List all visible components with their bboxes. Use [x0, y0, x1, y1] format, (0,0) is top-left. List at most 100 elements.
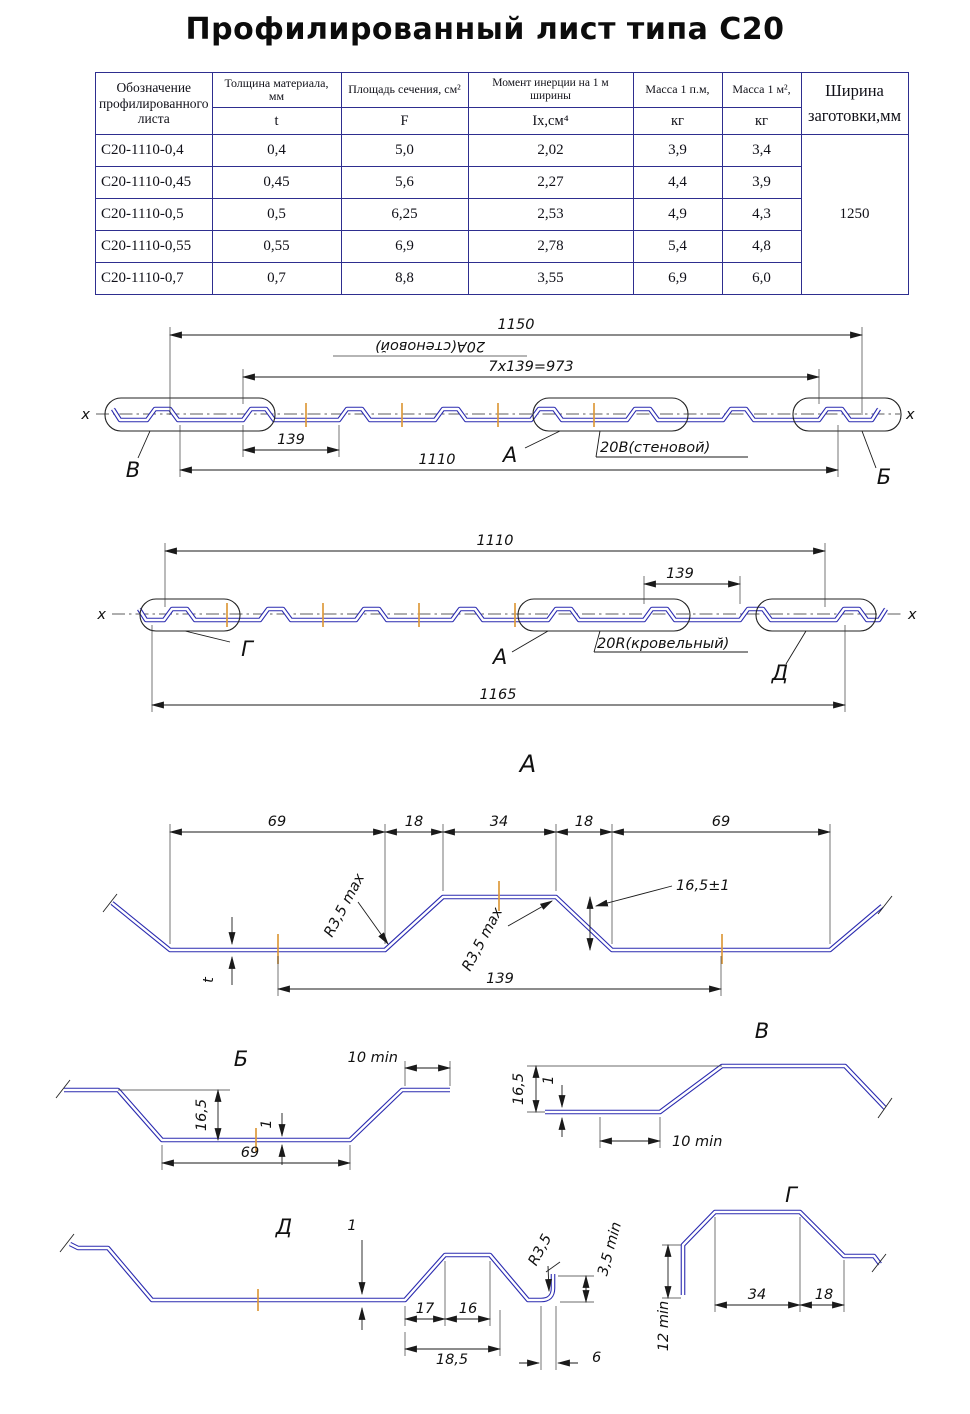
wall-callout-bubbles — [104, 397, 902, 432]
header-blank-width: Ширина заготовки,мм — [800, 72, 909, 135]
symbol-kg-m2: кг — [721, 107, 802, 135]
cell-mass-lm: 4,4 — [632, 166, 723, 199]
roof-profile-drawing: х х Г А — [96, 533, 917, 712]
cell-inertia: 3,55 — [467, 262, 634, 295]
cell-inertia: 2,53 — [467, 198, 634, 231]
detail-a-radius2-leader — [507, 900, 553, 927]
detail-a-dim-139-label: 139 — [486, 971, 514, 987]
cell-designation: С20-1110-0,55 — [95, 230, 213, 263]
detail-g-dim-12min-label: 12 min — [656, 1301, 672, 1351]
detail-a-outline — [102, 893, 893, 950]
detail-d-dim-35min — [558, 1274, 594, 1304]
roof-dim-1165 — [150, 625, 847, 712]
table-row: С20-1110-0,55 0,55 6,9 2,78 5,4 4,8 — [95, 230, 909, 263]
cell-designation: С20-1110-0,5 — [95, 198, 213, 231]
table-row: С20-1110-0,5 0,5 6,25 2,53 4,9 4,3 — [95, 198, 909, 231]
cell-mass-lm: 3,9 — [632, 134, 723, 167]
cell-mass-m2: 6,0 — [721, 262, 802, 295]
roof-callout-a-label: А — [491, 645, 507, 669]
wall-tick-marks — [305, 403, 595, 427]
roof-callout-d-label: Д — [771, 661, 788, 685]
technical-drawings: х х В А — [55, 317, 917, 1370]
cell-mass-m2: 4,8 — [721, 230, 802, 263]
wall-profile-name: 20В(стеновой) — [600, 440, 710, 456]
table-row: С20-1110-0,45 0,45 5,6 2,27 4,4 3,9 — [95, 166, 909, 199]
roof-callout-bubbles — [139, 598, 877, 632]
detail-g-dim-18-label: 18 — [815, 1287, 833, 1303]
detail-d-dim-6 — [519, 1306, 578, 1370]
detail-b-height-dim — [118, 1088, 230, 1142]
roof-profile-outline — [139, 609, 886, 620]
header-area: Площадь сечения, см² — [340, 72, 469, 108]
table-row: С20-1110-0,7 0,7 8,8 3,55 6,9 6,0 — [95, 262, 909, 295]
roof-dim-1165-label: 1165 — [480, 687, 517, 703]
detail-a-height-label: 16,5±1 — [676, 878, 730, 894]
header-mass-m2: Масса 1 м², — [721, 72, 802, 108]
detail-d-radius-leader — [545, 1265, 552, 1293]
detail-d-title: Д — [275, 1215, 292, 1239]
detail-b-title: Б — [234, 1047, 248, 1071]
table-row: С20-1110-0,4 0,4 5,0 2,02 3,9 3,4 1250 — [95, 134, 909, 295]
cell-thickness: 0,4 — [211, 134, 342, 167]
detail-d-drawing: Д 1 17 16 — [59, 1215, 625, 1370]
detail-d-outline — [59, 1233, 561, 1300]
roof-dim-139-label: 139 — [666, 566, 694, 582]
detail-a-height-dim — [586, 885, 673, 952]
detail-a-radius2-label: R3,5 max — [459, 905, 506, 974]
roof-dim-139 — [642, 576, 742, 604]
wall-axis-left-label: х — [80, 407, 90, 423]
detail-a-dim-18-right-label: 18 — [575, 814, 593, 830]
detail-g-outline — [683, 1212, 887, 1295]
cell-designation: С20-1110-0,7 — [95, 262, 213, 295]
detail-g-title: Г — [785, 1183, 799, 1207]
detail-v-height-dim — [527, 1064, 722, 1114]
roof-tick-marks — [226, 603, 516, 627]
detail-a-radius1-leader — [357, 901, 389, 945]
roof-dim-1110-label: 1110 — [477, 533, 514, 549]
cell-designation: С20-1110-0,4 — [95, 134, 213, 167]
header-inertia: Момент инерции на 1 м ширины — [467, 72, 634, 108]
cell-mass-m2: 3,9 — [721, 166, 802, 199]
wall-dim-pitch — [241, 369, 821, 404]
detail-d-dim-16-label: 16 — [459, 1301, 477, 1317]
cell-thickness: 0,7 — [211, 262, 342, 295]
detail-v-dim-10min — [598, 1117, 662, 1148]
cell-area: 8,8 — [340, 262, 469, 295]
symbol-ix: Ix,см⁴ — [467, 107, 634, 135]
detail-a-top-dim-chain — [168, 824, 832, 944]
detail-g-dim-34-18 — [713, 1217, 846, 1312]
detail-b-dim-69-label: 69 — [241, 1145, 259, 1161]
cell-area: 6,25 — [340, 198, 469, 231]
detail-a-drawing: А — [102, 750, 893, 996]
cell-area: 6,9 — [340, 230, 469, 263]
detail-a-dim-18-left-label: 18 — [405, 814, 423, 830]
detail-d-dim-17-label: 17 — [416, 1301, 435, 1317]
cell-area: 5,6 — [340, 166, 469, 199]
wall-axis-right-label: х — [905, 407, 915, 423]
roof-callout-g-label: Г — [241, 637, 255, 661]
wall-callout-b-label: Б — [877, 465, 891, 489]
detail-g-dim-12min — [662, 1243, 681, 1300]
cell-mass-m2: 4,3 — [721, 198, 802, 231]
wall-dim-1110 — [178, 425, 840, 477]
cell-inertia: 2,78 — [467, 230, 634, 263]
detail-v-drawing: В 16,5 1 10 min — [511, 1019, 893, 1150]
detail-d-radius-label: R3,5 — [526, 1232, 556, 1269]
detail-a-dim-34-label: 34 — [490, 814, 508, 830]
wall-dim-139-label: 139 — [277, 432, 305, 448]
cell-thickness: 0,5 — [211, 198, 342, 231]
wall-dim-1150 — [168, 327, 864, 415]
roof-callout-leaders — [184, 630, 807, 665]
detail-g-dim-34-label: 34 — [748, 1287, 766, 1303]
detail-b-outline — [55, 1079, 450, 1140]
header-designation: Обозначение профилированного листа — [95, 72, 213, 135]
wall-flipped-label: 20А(стеновой) — [375, 338, 485, 354]
symbol-f: F — [340, 107, 469, 135]
header-mass-lm: Масса 1 п.м, — [632, 72, 723, 108]
wall-profile-outline — [113, 409, 879, 420]
detail-b-thickness-label: 1 — [259, 1119, 275, 1128]
detail-b-dim-10min-label: 10 min — [348, 1050, 398, 1066]
detail-v-thickness-label: 1 — [541, 1075, 557, 1084]
page-title: Профилированный лист типа С20 — [185, 12, 785, 47]
